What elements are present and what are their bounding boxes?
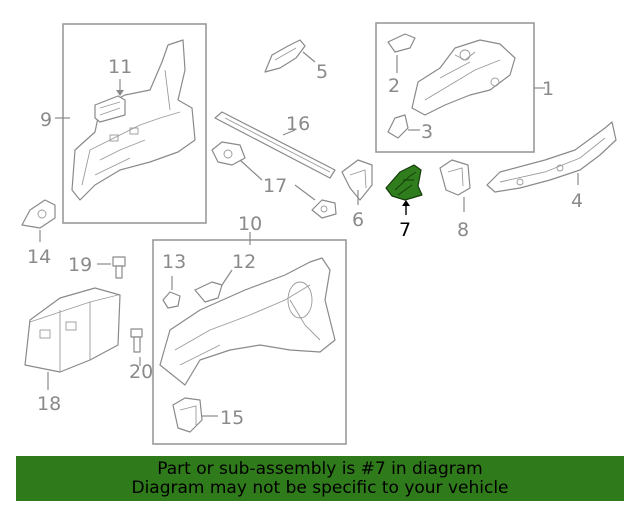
part-19-drawing[interactable] [112, 256, 126, 279]
group-box-9 [62, 23, 207, 224]
part-18-drawing[interactable] [24, 287, 121, 373]
part-16-drawing[interactable] [214, 111, 336, 179]
parts-diagram: 1 2 3 4 5 6 7 8 9 10 11 12 13 14 15 16 1… [21, 22, 617, 445]
callout-20: 20 [129, 361, 153, 383]
part-9-drawing[interactable] [71, 39, 196, 201]
part-1-drawing[interactable] [411, 39, 516, 116]
part-17b-drawing[interactable] [311, 199, 337, 219]
callout-4: 4 [571, 190, 583, 212]
part-2-drawing[interactable] [387, 33, 416, 53]
callout-9: 9 [40, 109, 52, 131]
part-10-drawing[interactable] [159, 257, 336, 386]
callout-16: 16 [286, 113, 310, 135]
part-15-drawing[interactable] [172, 397, 203, 433]
part-8-drawing[interactable] [439, 159, 471, 196]
part-3-drawing[interactable] [387, 114, 409, 139]
callout-17: 17 [263, 175, 287, 197]
callout-10: 10 [238, 213, 262, 235]
callout-19: 19 [68, 254, 92, 276]
banner-line-1: Part or sub-assembly is #7 in diagram [157, 459, 483, 479]
part-13-drawing[interactable] [162, 291, 181, 309]
part-14-drawing[interactable] [21, 199, 56, 229]
callout-15: 15 [220, 407, 244, 429]
callout-6: 6 [352, 209, 364, 231]
callout-5: 5 [316, 61, 328, 83]
callout-12: 12 [232, 251, 256, 273]
callout-2: 2 [388, 75, 400, 97]
callout-11: 11 [108, 56, 132, 78]
part-6-drawing[interactable] [341, 159, 373, 201]
callout-3: 3 [421, 121, 433, 143]
callout-18: 18 [37, 393, 61, 415]
part-12-drawing[interactable] [194, 281, 223, 303]
callout-14: 14 [27, 246, 51, 268]
part-4-drawing[interactable] [486, 121, 617, 193]
callout-8: 8 [457, 219, 469, 241]
banner-line-2: Diagram may not be specific to your vehi… [131, 478, 509, 498]
part-20-drawing[interactable] [130, 328, 143, 353]
callout-1: 1 [542, 78, 554, 100]
info-banner: Part or sub-assembly is #7 in diagram Di… [16, 456, 624, 501]
part-17a-drawing[interactable] [211, 141, 246, 166]
part-11-drawing[interactable] [94, 95, 126, 123]
part-5-drawing[interactable] [264, 39, 306, 73]
callout-7: 7 [399, 219, 411, 241]
callout-13: 13 [162, 251, 186, 273]
part-7-drawing[interactable] [385, 164, 423, 201]
